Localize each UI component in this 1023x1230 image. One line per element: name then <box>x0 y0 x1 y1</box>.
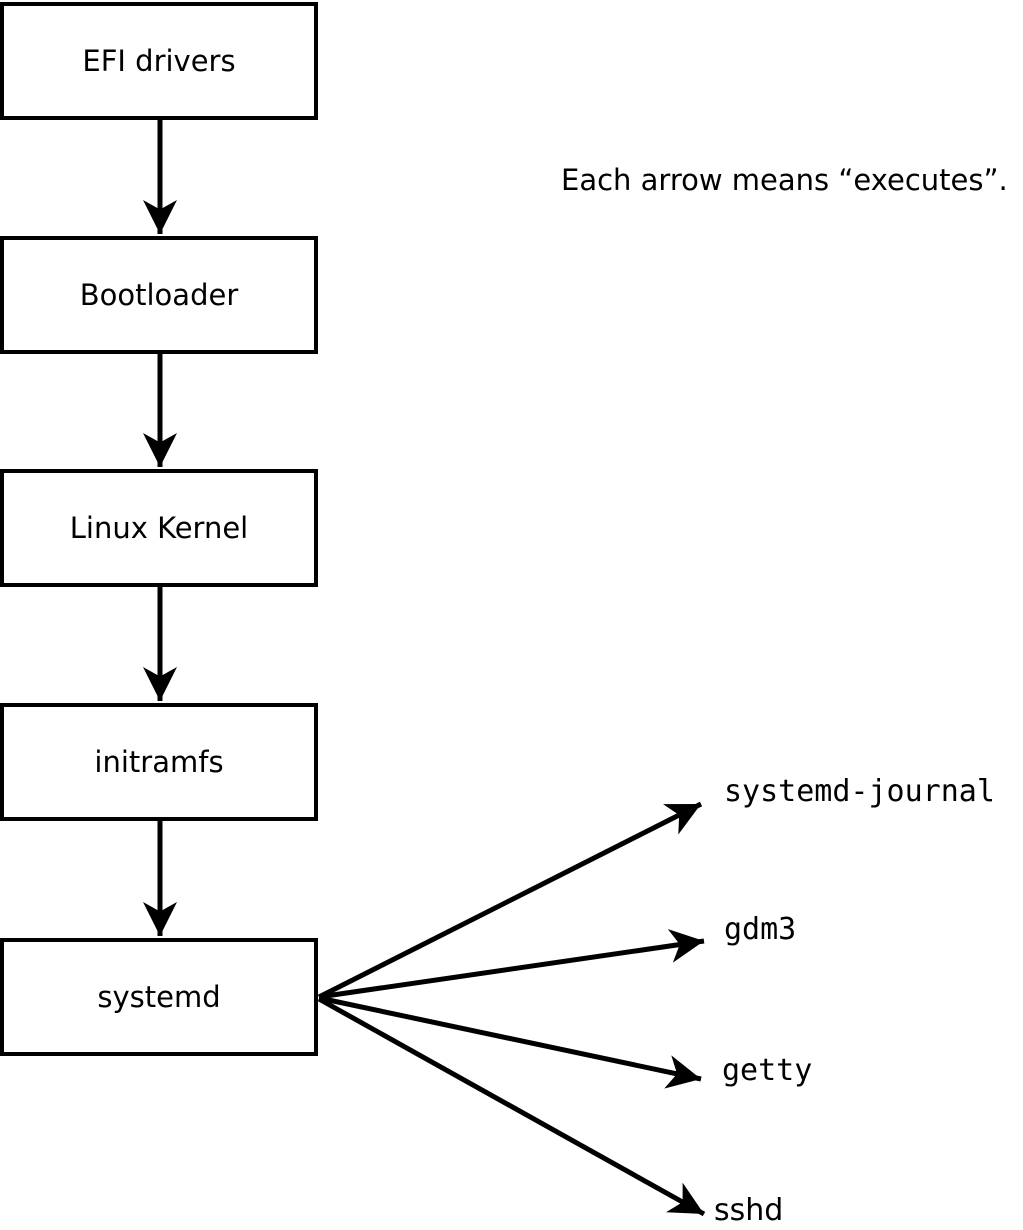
executes-arrow-systemd-to-gdm3 <box>318 929 705 1000</box>
flow-box-initramfs: initramfs <box>0 703 318 821</box>
flow-box-label: Linux Kernel <box>69 510 249 545</box>
spawned-label-systemd-journal: systemd-journal <box>724 774 995 809</box>
arrow-legend-text: Each arrow means “executes”. <box>561 163 1008 197</box>
flow-box-systemd: systemd <box>0 938 318 1056</box>
flow-box-label: Bootloader <box>79 277 239 312</box>
flow-box-bootloader: Bootloader <box>0 236 318 354</box>
executes-arrow-systemd-to-sshd <box>317 996 706 1217</box>
flow-box-label: initramfs <box>94 744 224 779</box>
flow-box-label: EFI drivers <box>82 43 236 78</box>
flow-box-label: systemd <box>97 979 221 1014</box>
spawned-label-sshd: sshd <box>714 1193 784 1228</box>
spawned-label-gdm3: gdm3 <box>724 912 797 947</box>
flow-box-efi-drivers: EFI drivers <box>0 2 318 120</box>
flow-box-linux-kernel: Linux Kernel <box>0 469 318 587</box>
executes-arrow-systemd-to-getty <box>318 995 702 1089</box>
executes-arrow-systemd-to-journal <box>317 801 703 1000</box>
spawned-label-getty: getty <box>722 1053 813 1088</box>
